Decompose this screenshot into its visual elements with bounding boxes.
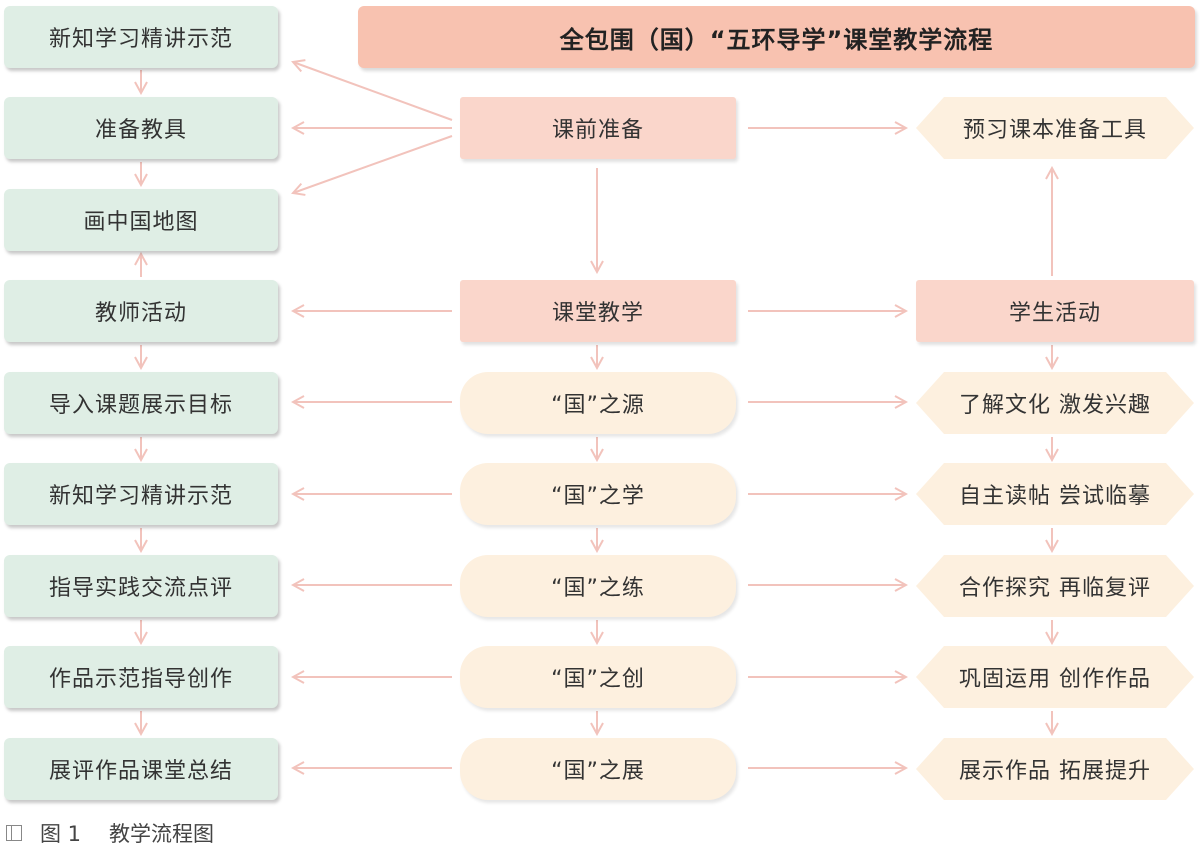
mid-box-stage-create: “国”之创: [460, 646, 736, 708]
arrow-prep-to-left-3: [293, 135, 453, 193]
left-box-review-summary: 展评作品课堂总结: [4, 738, 278, 800]
left-box-guide-practice: 指导实践交流点评: [4, 555, 278, 617]
mid-box-pre-class: 课前准备: [460, 97, 736, 159]
left-box-teacher-activity: 教师活动: [4, 280, 278, 342]
left-box-prepare-tools: 准备教具: [4, 97, 278, 159]
mid-box-stage-origin: “国”之源: [460, 372, 736, 434]
mid-box-class-teaching: 课堂教学: [460, 280, 736, 342]
right-box-culture-interest: 了解文化 激发兴趣: [916, 372, 1194, 434]
diagram-title: 全包围（国）“五环导学”课堂教学流程: [358, 6, 1195, 68]
arrow-prep-to-left-1: [293, 62, 453, 121]
right-box-student-activity: 学生活动: [916, 280, 1194, 342]
right-box-explore-review: 合作探究 再临复评: [916, 555, 1194, 617]
mid-box-stage-show: “国”之展: [460, 738, 736, 800]
figure-label: 图 1: [40, 822, 82, 846]
mid-box-stage-learn: “国”之学: [460, 463, 736, 525]
right-box-show-extend: 展示作品 拓展提升: [916, 738, 1194, 800]
figure-caption-text: 教学流程图: [109, 822, 215, 846]
left-box-new-knowledge-top: 新知学习精讲示范: [4, 6, 278, 68]
figure-caption: 图 1 教学流程图: [6, 818, 214, 848]
right-box-read-copy: 自主读帖 尝试临摹: [916, 463, 1194, 525]
right-box-apply-create: 巩固运用 创作作品: [916, 646, 1194, 708]
figure-icon: [6, 825, 22, 841]
left-box-new-knowledge: 新知学习精讲示范: [4, 463, 278, 525]
left-box-demo-creation: 作品示范指导创作: [4, 646, 278, 708]
left-box-draw-map: 画中国地图: [4, 189, 278, 251]
right-box-preview: 预习课本准备工具: [916, 97, 1194, 159]
left-box-introduce-topic: 导入课题展示目标: [4, 372, 278, 434]
mid-box-stage-practice: “国”之练: [460, 555, 736, 617]
